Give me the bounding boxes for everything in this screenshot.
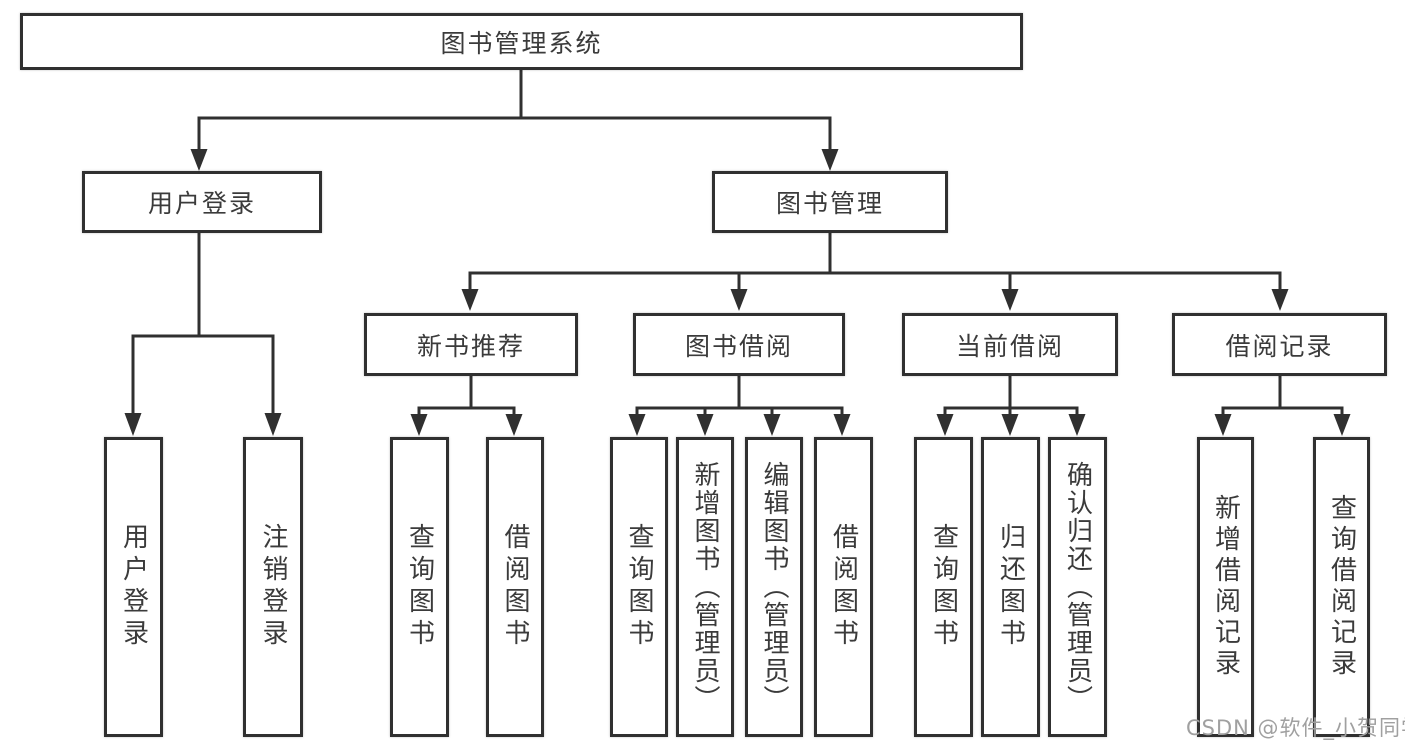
node-edit-books-admin-label: 编辑图书（管理员） [759,461,789,713]
node-new-book-recommend-label: 新书推荐 [416,331,525,361]
node-current-borrowing-label: 当前借阅 [955,331,1064,361]
node-book-borrowing: 图书借阅 [633,313,845,376]
node-query-books-current-label: 查询图书 [928,523,959,651]
node-return-books: 归还图书 [981,437,1040,737]
node-user-login-leaf: 用户登录 [104,437,163,737]
node-add-books-admin: 新增图书（管理员） [676,437,734,737]
node-add-borrow-record: 新增借阅记录 [1197,437,1254,737]
node-query-books-recommend: 查询图书 [390,437,449,737]
node-user-login-label: 用户登录 [147,189,256,218]
node-book-management-label: 图书管理 [775,189,884,218]
node-user-login: 用户登录 [82,171,322,233]
node-borrow-books-label: 借阅图书 [828,523,859,651]
node-user-login-leaf-label: 用户登录 [118,523,149,651]
node-query-books-borrowing: 查询图书 [610,437,668,737]
node-add-books-admin-label: 新增图书（管理员） [690,461,720,713]
node-query-books-borrowing-label: 查询图书 [624,523,654,651]
node-borrowing-records: 借阅记录 [1172,313,1387,376]
csdn-watermark: CSDN @软件_小贺同学 [1186,716,1405,740]
node-add-borrow-record-label: 新增借阅记录 [1210,494,1241,680]
node-query-borrow-record-label: 查询借阅记录 [1326,494,1357,680]
node-book-borrowing-label: 图书借阅 [684,331,793,361]
node-confirm-return-admin: 确认归还（管理员） [1048,437,1107,737]
node-current-borrowing: 当前借阅 [902,313,1118,376]
node-confirm-return-admin-label: 确认归还（管理员） [1062,461,1093,713]
node-library-system-label: 图书管理系统 [440,28,603,58]
node-query-books-recommend-label: 查询图书 [404,523,435,651]
node-borrow-books: 借阅图书 [814,437,873,737]
node-logout: 注销登录 [243,437,303,737]
node-return-books-label: 归还图书 [995,523,1026,651]
node-edit-books-admin: 编辑图书（管理员） [745,437,803,737]
node-borrowing-records-label: 借阅记录 [1225,331,1334,361]
node-query-books-current: 查询图书 [914,437,973,737]
node-borrow-books-recommend-label: 借阅图书 [500,523,530,651]
node-book-management: 图书管理 [712,171,948,233]
node-logout-label: 注销登录 [258,523,288,651]
node-new-book-recommend: 新书推荐 [364,313,578,376]
node-query-borrow-record: 查询借阅记录 [1313,437,1370,737]
node-borrow-books-recommend: 借阅图书 [486,437,544,737]
node-library-system: 图书管理系统 [20,13,1023,70]
